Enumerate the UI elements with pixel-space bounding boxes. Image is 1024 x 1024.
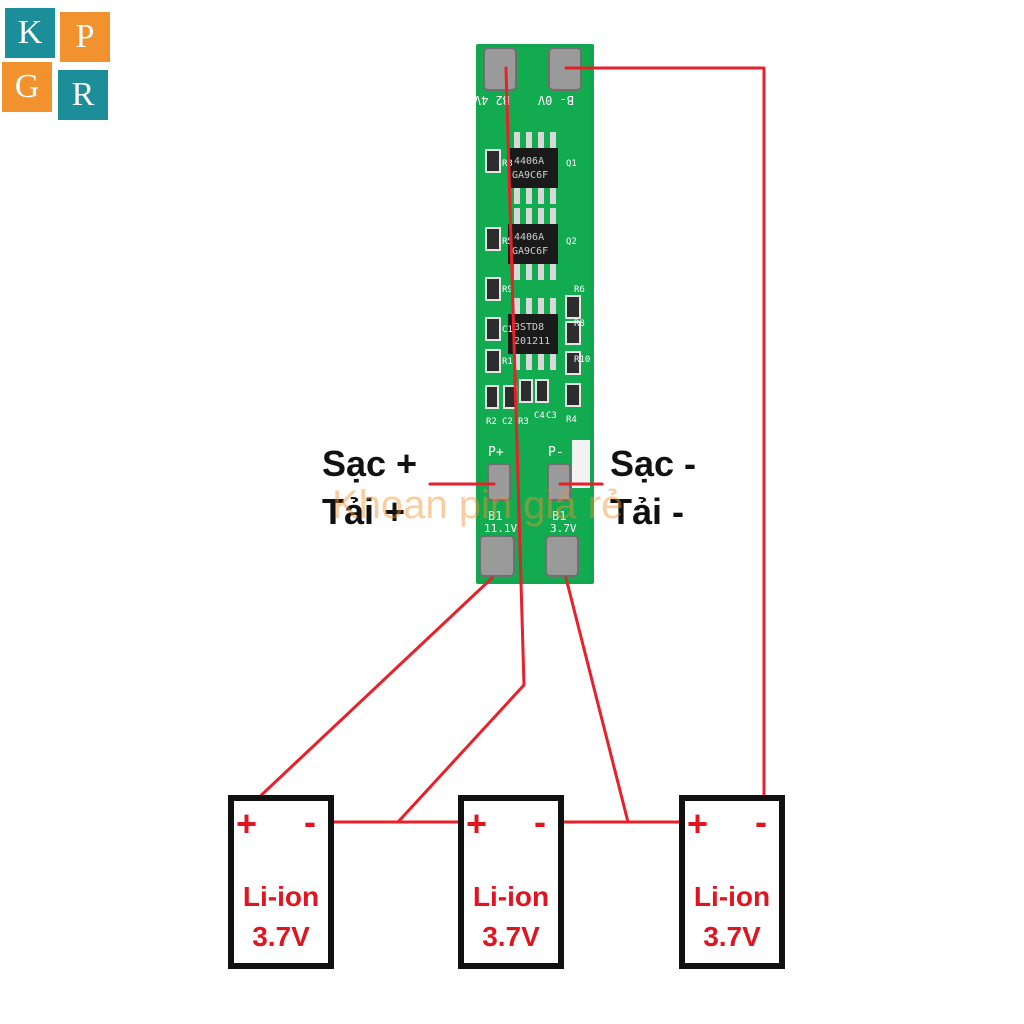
pad-b1-left-label: B1	[488, 509, 502, 523]
battery-3-type: Li-ion	[694, 881, 770, 912]
battery-1-plus: +	[236, 803, 257, 844]
pad-b1-voltage: 3.7V	[550, 522, 577, 535]
silk-c4: C4	[534, 411, 545, 421]
logo-tile-k: K	[5, 8, 55, 58]
wire-b2-to-junction	[396, 66, 526, 824]
pad-b1-label: B1	[552, 509, 566, 523]
battery-2-voltage: 3.7V	[482, 921, 540, 952]
chip-q1: 4406A GA9C6F	[508, 132, 558, 204]
pad-bminus-label: B- 0V	[538, 93, 574, 107]
chip-q2: 4406A GA9C6F	[508, 208, 558, 280]
battery-1-type: Li-ion	[243, 881, 319, 912]
battery-2: + - Li-ion 3.7V	[458, 795, 564, 969]
chip-q2-line1: 4406A	[514, 232, 544, 243]
pad-b1-left-voltage: 11.1V	[484, 522, 517, 535]
silk-r8: R8	[574, 319, 585, 329]
chip-u1: 3STD8 201211	[508, 298, 558, 370]
silk-r4: R4	[566, 415, 577, 425]
wires	[252, 66, 766, 824]
silk-r6: R6	[574, 285, 585, 295]
pad-pplus-label: P+	[488, 445, 504, 460]
battery-1: + - Li-ion 3.7V	[228, 795, 334, 969]
watermark: Khoan pin giá rẻ	[332, 483, 623, 527]
pad-b1-bottom	[545, 535, 579, 577]
battery-3: + - Li-ion 3.7V	[679, 795, 785, 969]
chip-q2-line2: GA9C6F	[512, 246, 548, 257]
pad-pminus	[547, 463, 571, 501]
label-load-plus: Tải +	[322, 491, 405, 532]
silk-r3b: R3	[518, 417, 529, 427]
battery-2-minus: -	[534, 801, 546, 842]
wire-pplus-to-battery1-plus	[252, 576, 494, 804]
chip-q1-line1: 4406A	[514, 156, 544, 167]
silk-c3: C3	[546, 411, 557, 421]
chip-u1-line2: 201211	[514, 336, 550, 347]
silk-c1: C1	[502, 325, 513, 335]
pad-bplus-bottom	[479, 535, 515, 577]
silk-r10: R10	[574, 355, 590, 365]
silk-r9: R9	[502, 285, 513, 295]
battery-1-minus: -	[304, 801, 316, 842]
logo-tile-p: P	[60, 12, 110, 62]
label-charge-minus: Sạc -	[610, 443, 696, 484]
wire-b1-to-junction	[564, 576, 630, 824]
silk-c2: C2	[502, 417, 513, 427]
chip-q1-line2: GA9C6F	[512, 170, 548, 181]
bms-board: B2 4V B- 0V 4406A GA9C6F 4406A GA9C	[474, 44, 594, 584]
silk-q2: Q2	[566, 237, 577, 247]
silk-r5: R5	[502, 237, 513, 247]
silk-r1: R1	[502, 357, 513, 367]
battery-1-voltage: 3.7V	[252, 921, 310, 952]
logo-tile-r: R	[58, 70, 108, 120]
battery-3-plus: +	[687, 803, 708, 844]
chip-u1-line1: 3STD8	[514, 322, 544, 333]
wire-b-minus-to-battery3-minus	[564, 66, 766, 797]
label-load-minus: Tải -	[610, 491, 684, 532]
pad-b2	[483, 47, 517, 91]
battery-3-minus: -	[755, 801, 767, 842]
logo-tile-g: G	[2, 62, 52, 112]
label-charge-plus: Sạc +	[322, 443, 417, 484]
pad-pminus-label: P-	[548, 445, 564, 460]
pad-pplus	[487, 463, 511, 501]
silk-r2: R2	[486, 417, 497, 427]
battery-2-plus: +	[466, 803, 487, 844]
battery-2-type: Li-ion	[473, 881, 549, 912]
silk-q1: Q1	[566, 159, 577, 169]
pad-b2-label: B2 4V	[474, 93, 510, 107]
battery-3-voltage: 3.7V	[703, 921, 761, 952]
